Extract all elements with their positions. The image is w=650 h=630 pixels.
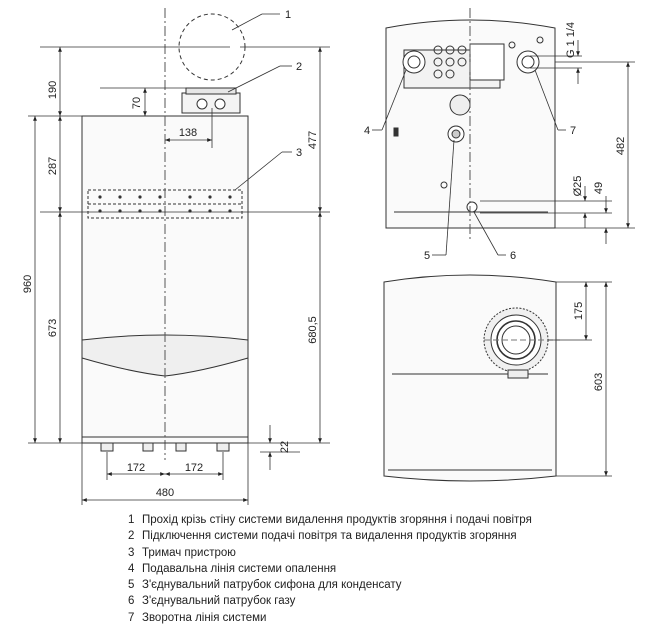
dim-175: 175 bbox=[573, 302, 585, 320]
flue-connector-top bbox=[185, 87, 237, 95]
dim-480: 480 bbox=[156, 487, 174, 499]
dim-138: 138 bbox=[179, 127, 197, 139]
dim-thread: G 1 1/4 bbox=[565, 22, 577, 58]
dim-680-5: 680,5 bbox=[307, 316, 319, 344]
bottom-connection-1 bbox=[100, 442, 114, 452]
dim-960: 960 bbox=[22, 275, 34, 293]
dim-49: 49 bbox=[593, 182, 605, 194]
dim-287: 287 bbox=[47, 157, 59, 175]
bottom-view bbox=[385, 8, 556, 240]
dim-70: 70 bbox=[131, 97, 143, 109]
top-view bbox=[383, 274, 560, 482]
bottom-connection-3 bbox=[175, 442, 187, 452]
dim-172-right: 172 bbox=[185, 462, 203, 474]
flow-line-connection bbox=[402, 50, 426, 74]
gas-connection bbox=[466, 201, 478, 213]
flue-port-right bbox=[214, 98, 226, 110]
front-view bbox=[81, 8, 249, 460]
dim-172-left: 172 bbox=[127, 462, 145, 474]
return-line-connection bbox=[516, 50, 540, 74]
front-dimensions bbox=[28, 13, 330, 505]
dim-482: 482 bbox=[615, 137, 627, 155]
dim-603: 603 bbox=[593, 373, 605, 391]
dim-477: 477 bbox=[307, 131, 319, 149]
technical-drawing: 190 70 138 287 960 673 477 680,5 22 172 … bbox=[22, 8, 635, 505]
flue-port-left bbox=[196, 98, 208, 110]
dim-22: 22 bbox=[279, 441, 291, 453]
callout-3: 3 bbox=[296, 147, 302, 159]
dim-190: 190 bbox=[47, 81, 59, 99]
dim-diam-25: Ø25 bbox=[572, 176, 584, 197]
callout-6: 6 bbox=[510, 250, 516, 262]
top-view-dimensions bbox=[548, 281, 612, 477]
callout-4: 4 bbox=[364, 125, 370, 137]
dim-673: 673 bbox=[47, 319, 59, 337]
callout-5: 5 bbox=[424, 250, 430, 262]
callout-1: 1 bbox=[285, 9, 291, 21]
top-view-outline bbox=[383, 274, 557, 482]
flue-connector bbox=[181, 92, 241, 114]
callout-2: 2 bbox=[296, 61, 302, 73]
callout-7: 7 bbox=[570, 125, 576, 137]
bottom-connection-2 bbox=[142, 442, 154, 452]
bottom-connection-4 bbox=[216, 442, 230, 452]
bottom-view-dimensions bbox=[372, 40, 635, 256]
